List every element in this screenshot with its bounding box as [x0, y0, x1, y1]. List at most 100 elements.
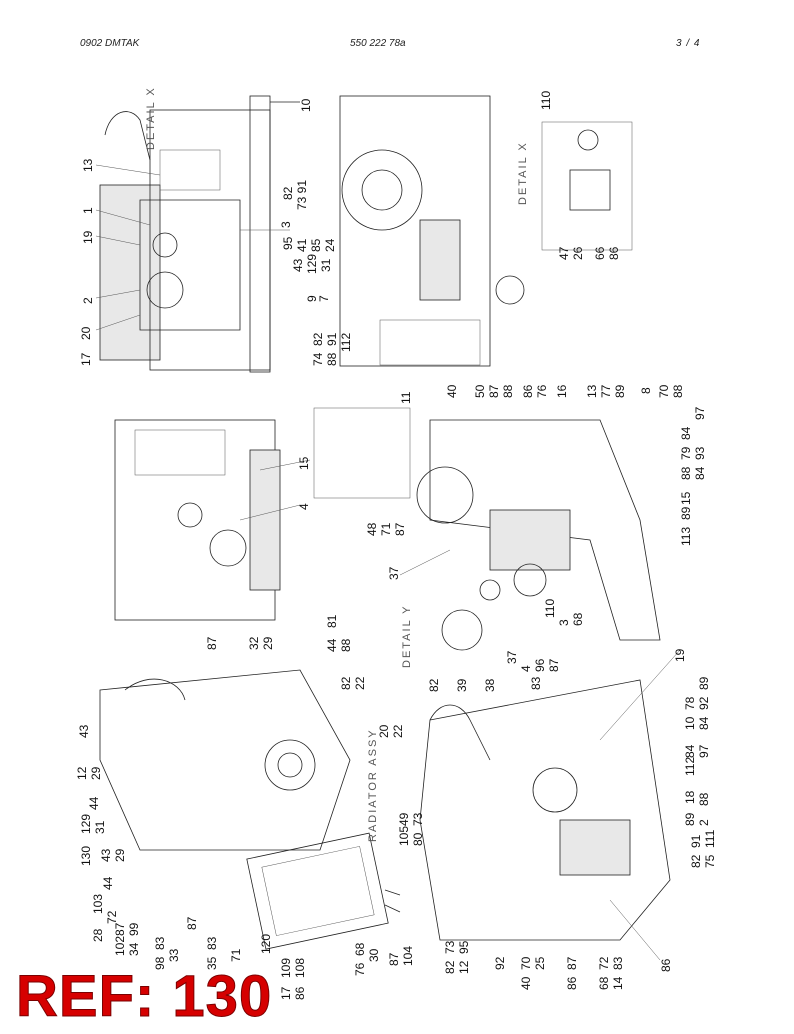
callout-17-b: 120 — [259, 933, 273, 954]
callout-49: 105 — [397, 825, 411, 846]
callout-48: 48 — [365, 522, 379, 536]
callout-43-b: 22 — [353, 676, 367, 690]
callout-19-b: 83 — [529, 676, 543, 690]
callout-92: 84 — [697, 716, 711, 730]
callout-87-e: 30 — [367, 948, 381, 962]
callout-44-c: 29 — [113, 848, 127, 862]
callout-2: 2 — [81, 297, 95, 304]
detail-x-label-right: DETAIL X — [517, 141, 529, 205]
callout-12: 43 — [77, 724, 91, 738]
callout-75: 91 — [689, 834, 703, 848]
callout-4-b: 37 — [505, 650, 519, 664]
callout-95-b: 12 — [457, 960, 471, 974]
callout-82-f: 111 — [703, 829, 717, 848]
callout-83-d: 14 — [611, 976, 625, 990]
callout-33: 83 — [153, 936, 167, 950]
callout-22-b: 20 — [377, 724, 391, 738]
callout-130: 44 — [87, 796, 101, 810]
callout-76-b: 108 — [293, 957, 307, 978]
callout-39: 82 — [427, 678, 441, 692]
callout-37: 113 — [679, 526, 693, 546]
callout-22: 82 — [339, 676, 353, 690]
callout-104: 87 — [387, 952, 401, 966]
detail-x-label-top: DETAIL X — [145, 86, 157, 150]
callout-82-c: 88 — [339, 638, 353, 652]
callout-8: 8 — [639, 387, 653, 394]
callout-85: 85 — [309, 238, 323, 252]
callout-103: 28 — [91, 928, 105, 942]
callout-40: 40 — [445, 384, 459, 398]
callout-86-c: 25 — [533, 956, 547, 970]
callout-78: 10 — [683, 716, 697, 730]
callout-18: 89 — [683, 812, 697, 826]
callout-83-c: 87 — [547, 658, 561, 672]
callout-20: 20 — [79, 326, 93, 340]
callout-68-c: 87 — [565, 956, 579, 970]
callout-87-d: 33 — [167, 948, 181, 962]
callout-89-b: 93 — [693, 446, 707, 460]
callout-77: 77 — [599, 384, 613, 398]
callout-47: 47 — [557, 246, 571, 260]
callout-3-b: 110 — [543, 598, 557, 618]
callout-87-c: 102 — [113, 935, 127, 956]
callout-31: 31 — [319, 258, 333, 272]
detail-y-label: DETAIL Y — [401, 604, 413, 668]
callout-87-b: 68 — [571, 612, 585, 626]
callout-74: 74 — [311, 352, 325, 366]
callout-88: 88 — [325, 352, 339, 366]
engine-view-top-right — [339, 95, 525, 367]
callout-82b: 82 — [311, 332, 325, 346]
callout-10: 10 — [299, 98, 313, 112]
callout-72: 103 — [91, 893, 105, 914]
page-number: 3 / 4 — [676, 38, 701, 49]
callout-13-b: 13 — [585, 384, 599, 398]
callout-88-d: 81 — [325, 614, 339, 628]
callout-29: 32 — [247, 636, 261, 650]
callout-11: 11 — [399, 391, 413, 404]
engine-view-middle-left — [114, 419, 281, 621]
detail-x-inset — [541, 121, 633, 251]
part-number: 550 222 78a — [350, 38, 406, 49]
callout-70: 70 — [657, 384, 671, 398]
callout-105: 104 — [401, 945, 415, 966]
callout-43-d: 22 — [391, 724, 405, 738]
callout-17: 17 — [79, 352, 93, 366]
callout-14: 72 — [597, 956, 611, 970]
callout-86-d: 83 — [611, 956, 625, 970]
radiator-assy-label: RADIATOR ASSY — [367, 728, 379, 842]
callout-129-b: 130 — [79, 845, 93, 866]
callout-1: 1 — [81, 207, 95, 214]
callout-24: 24 — [323, 238, 337, 252]
callout-98: 99 — [127, 922, 141, 936]
callout-80: 49 — [397, 812, 411, 826]
callout-34: 87 — [113, 922, 127, 936]
callout-99: 34 — [127, 942, 141, 956]
callout-71-b: 83 — [205, 936, 219, 950]
callout-32: 87 — [205, 636, 219, 650]
callout-91: 91 — [325, 332, 339, 346]
callout-82-d: 73 — [411, 812, 425, 826]
callout-38: 39 — [455, 678, 469, 692]
callout-73-b: 82 — [443, 960, 457, 974]
callout-12-b: 73 — [443, 940, 457, 954]
callout-84-97: 84 — [679, 426, 693, 440]
callout-26: 26 — [571, 246, 585, 260]
callout-7: 7 — [317, 295, 331, 302]
callout-88-e: 2 — [697, 819, 711, 826]
callout-19: 19 — [81, 230, 95, 244]
callout-81: 44 — [325, 638, 339, 652]
callout-50: 50 — [473, 384, 487, 398]
callout-76: 76 — [535, 384, 549, 398]
callout-68-b: 76 — [353, 962, 367, 976]
callout-89-d: 97 — [697, 744, 711, 758]
callout-37-b: 38 — [483, 678, 497, 692]
callout-87-a: 87 — [487, 384, 501, 398]
callout-84: 79 — [679, 446, 693, 460]
callout-73-91: 73 91 — [295, 179, 309, 210]
callout-86-x: 86 — [607, 246, 621, 260]
callout-72-b: 68 — [597, 976, 611, 990]
callout-41: 41 — [295, 238, 309, 252]
callout-88-b: 88 — [671, 384, 685, 398]
callout-87-g: 86 — [565, 976, 579, 990]
